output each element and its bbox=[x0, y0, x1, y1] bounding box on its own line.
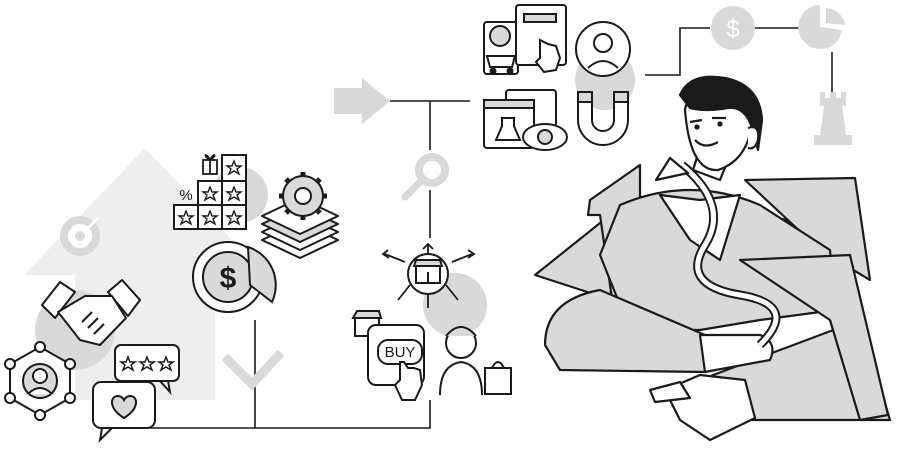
click-screen-icon bbox=[515, 4, 567, 74]
shopping-bag-icon bbox=[484, 361, 512, 395]
gift-icon bbox=[202, 154, 218, 175]
arrow-right-icon bbox=[334, 78, 390, 124]
store-icon bbox=[381, 242, 487, 337]
pie-chart-icon bbox=[246, 245, 277, 304]
percent-glyph: % bbox=[179, 187, 192, 204]
star-shelf-icon bbox=[173, 154, 268, 230]
coin-dollar-glyph: $ bbox=[220, 262, 237, 295]
gear-stack-icon bbox=[261, 172, 339, 259]
checkmark-icon bbox=[221, 349, 285, 391]
buy-label: BUY bbox=[385, 344, 416, 361]
magnet-icon bbox=[577, 91, 629, 146]
chess-rook-icon bbox=[814, 92, 852, 145]
heart-chat-icon bbox=[92, 381, 156, 443]
product-eye-icon bbox=[483, 89, 568, 151]
user-profile-icon bbox=[575, 21, 631, 77]
handshake-icon bbox=[35, 279, 141, 370]
search-icon bbox=[401, 153, 449, 201]
customer-icon bbox=[439, 326, 483, 396]
top-pie-icon bbox=[798, 5, 845, 49]
discount-cart-icon bbox=[483, 21, 519, 75]
buy-phone-icon bbox=[351, 310, 425, 401]
network-user-icon bbox=[4, 341, 76, 421]
top-dollar-glyph: $ bbox=[726, 16, 739, 43]
top-dollar-icon: $ bbox=[711, 6, 755, 50]
target-icon bbox=[60, 216, 100, 256]
businessman-figure bbox=[533, 75, 892, 442]
